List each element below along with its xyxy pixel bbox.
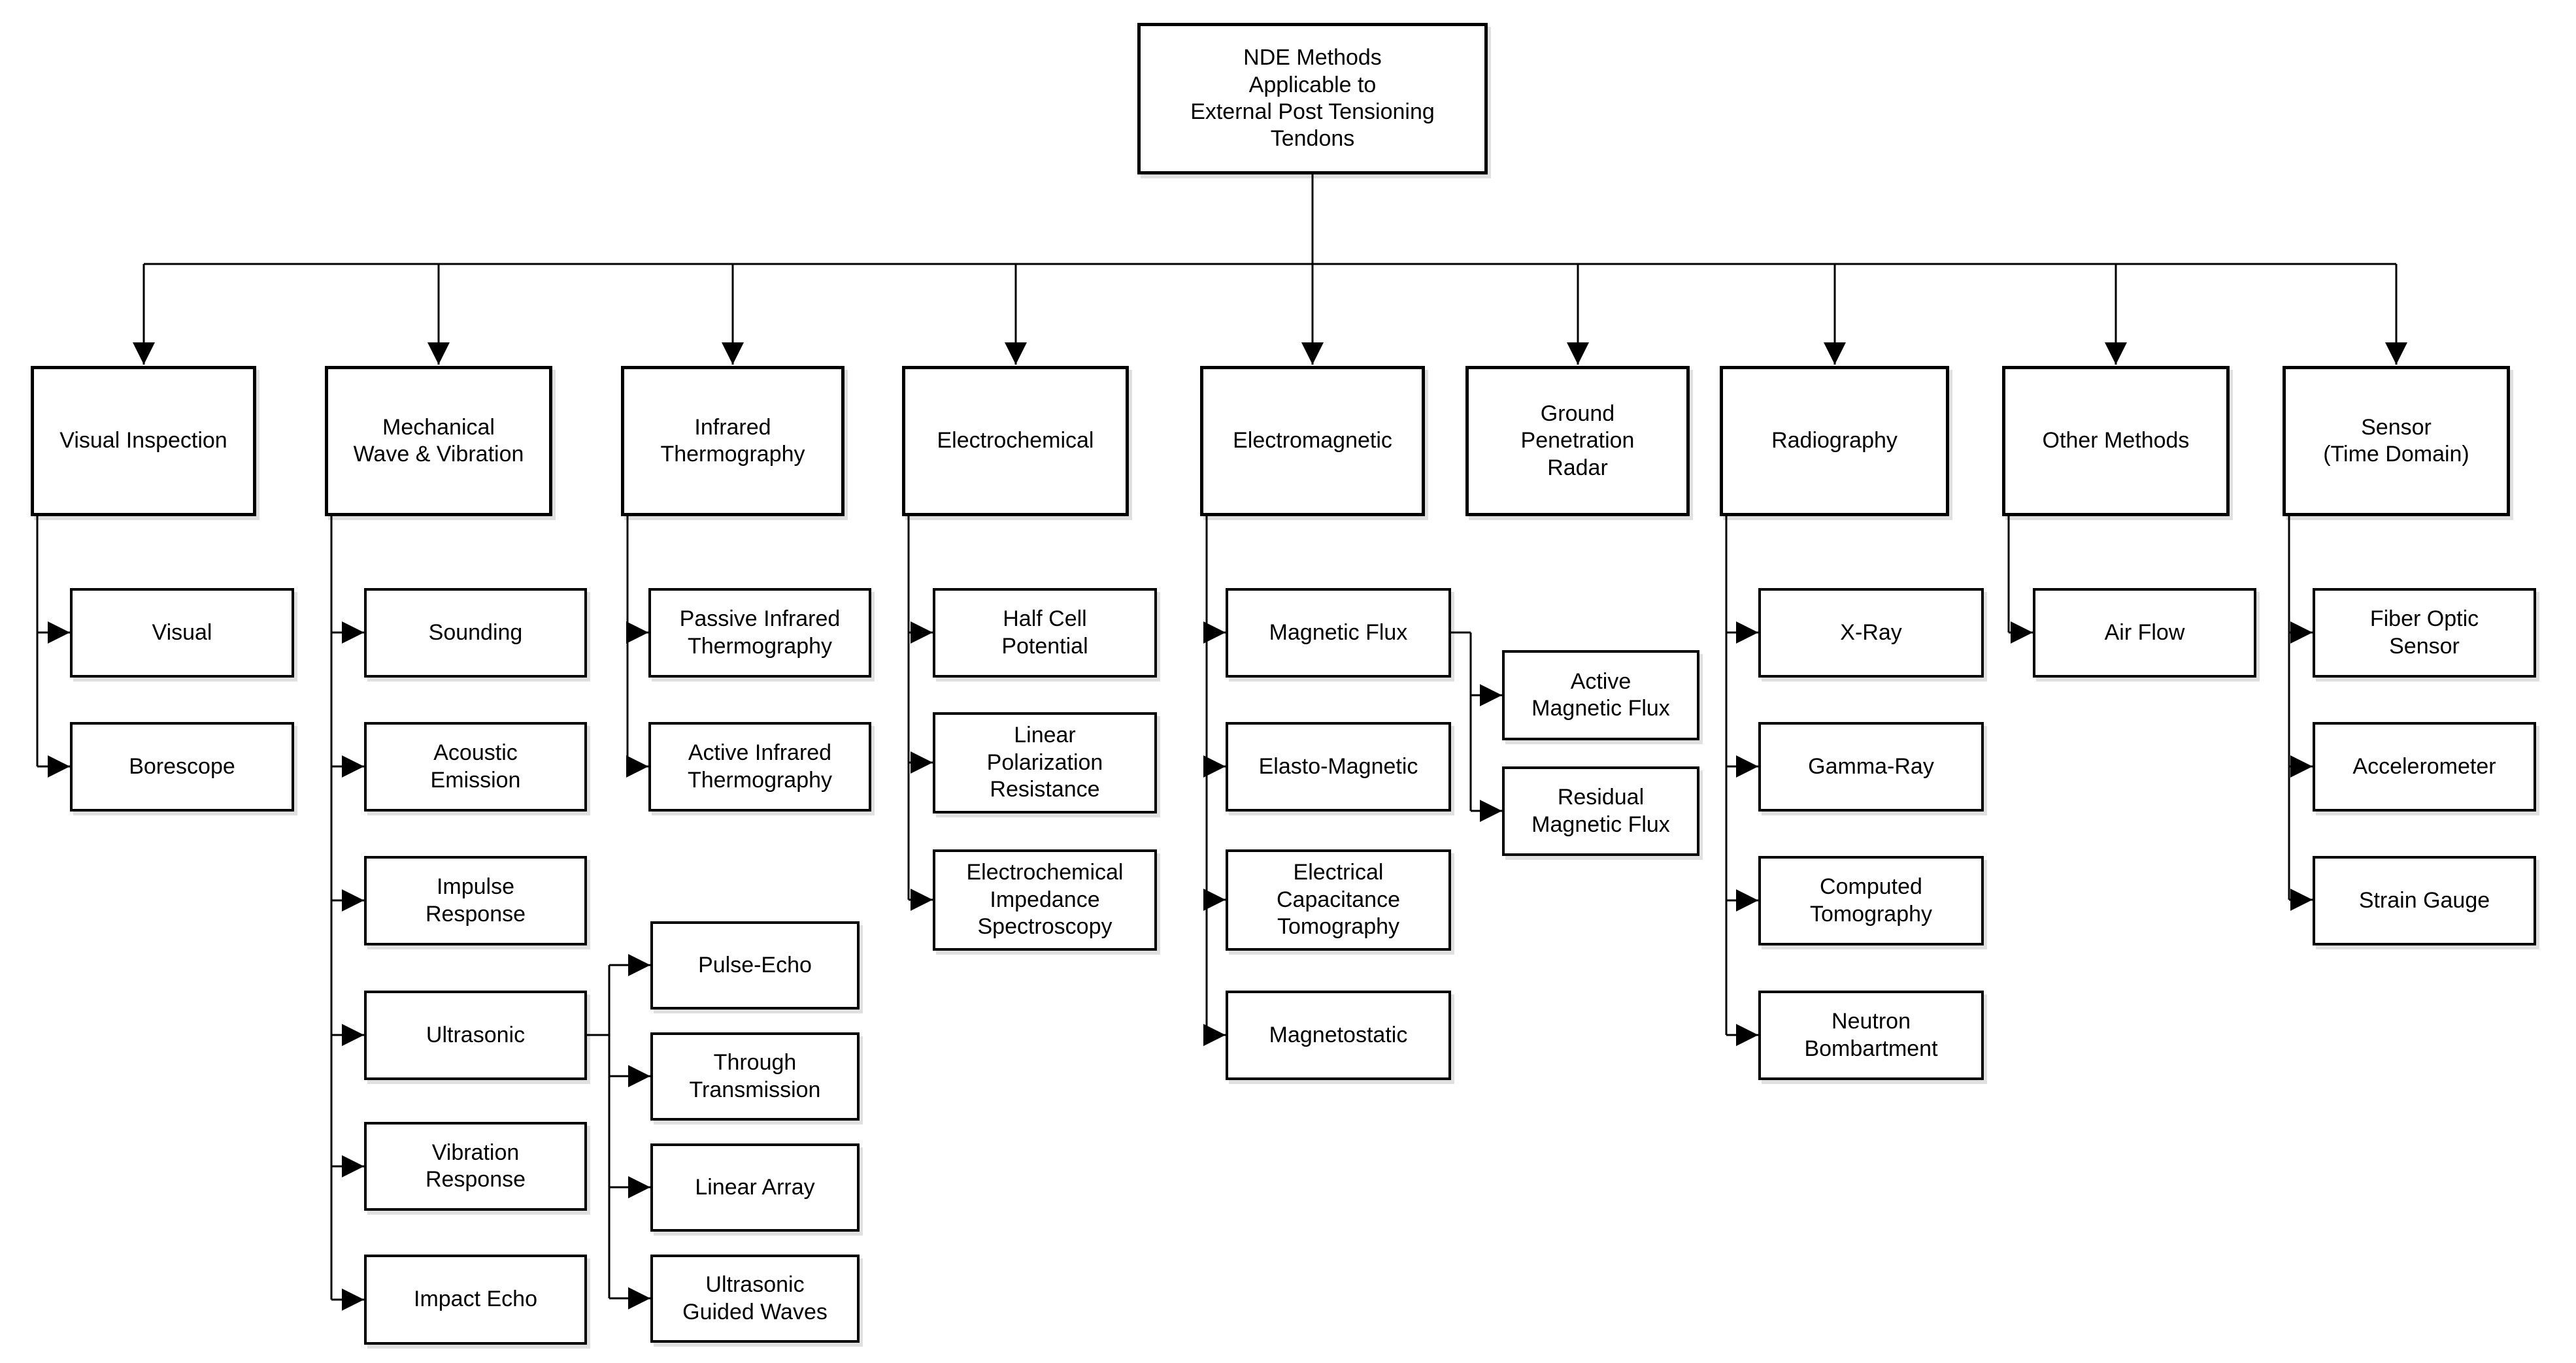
node-active-magnetic-flux: Active Magnetic Flux [1502, 650, 1699, 740]
node-magnetic-flux: Magnetic Flux [1226, 588, 1451, 678]
node-magnetostatic: Magnetostatic [1226, 991, 1451, 1080]
node-sensor-time-domain: Sensor (Time Domain) [2283, 366, 2510, 516]
node-infrared-thermography: Infrared Thermography [621, 366, 845, 516]
node-impulse-response: Impulse Response [364, 856, 587, 945]
node-pulse-echo: Pulse-Echo [650, 921, 860, 1010]
node-vibration-response: Vibration Response [364, 1122, 587, 1211]
node-electrochemical: Electrochemical [902, 366, 1129, 516]
node-sounding: Sounding [364, 588, 587, 678]
node-radiography: Radiography [1720, 366, 1949, 516]
node-visual: Visual [70, 588, 294, 678]
node-root: NDE Methods Applicable to External Post … [1137, 23, 1488, 174]
node-ultrasonic-guided-waves: Ultrasonic Guided Waves [650, 1255, 860, 1343]
node-elasto-magnetic: Elasto-Magnetic [1226, 722, 1451, 812]
node-acoustic-emission: Acoustic Emission [364, 722, 587, 812]
node-borescope: Borescope [70, 722, 294, 812]
node-strain-gauge: Strain Gauge [2313, 856, 2536, 945]
node-residual-magnetic-flux: Residual Magnetic Flux [1502, 766, 1699, 856]
node-active-infrared-thermography: Active Infrared Thermography [648, 722, 871, 812]
node-visual-inspection: Visual Inspection [31, 366, 256, 516]
node-accelerometer: Accelerometer [2313, 722, 2536, 812]
node-gamma-ray: Gamma-Ray [1758, 722, 1984, 812]
node-half-cell-potential: Half Cell Potential [933, 588, 1157, 678]
node-mechanical-wave-vibration: Mechanical Wave & Vibration [325, 366, 552, 516]
node-ultrasonic: Ultrasonic [364, 991, 587, 1080]
node-ground-penetration-radar: Ground Penetration Radar [1465, 366, 1690, 516]
node-air-flow: Air Flow [2033, 588, 2256, 678]
node-electrical-capacitance-tomography: Electrical Capacitance Tomography [1226, 849, 1451, 951]
node-electromagnetic: Electromagnetic [1200, 366, 1425, 516]
node-impact-echo: Impact Echo [364, 1255, 587, 1345]
node-neutron-bombartment: Neutron Bombartment [1758, 991, 1984, 1080]
node-computed-tomography: Computed Tomography [1758, 856, 1984, 945]
node-passive-infrared-thermography: Passive Infrared Thermography [648, 588, 871, 678]
node-electrochemical-impedance-spectroscopy: Electrochemical Impedance Spectroscopy [933, 849, 1157, 951]
node-linear-polarization-resistance: Linear Polarization Resistance [933, 712, 1157, 813]
node-fiber-optic-sensor: Fiber Optic Sensor [2313, 588, 2536, 678]
node-through-transmission: Through Transmission [650, 1032, 860, 1121]
node-other-methods: Other Methods [2002, 366, 2230, 516]
node-linear-array: Linear Array [650, 1143, 860, 1232]
node-x-ray: X-Ray [1758, 588, 1984, 678]
